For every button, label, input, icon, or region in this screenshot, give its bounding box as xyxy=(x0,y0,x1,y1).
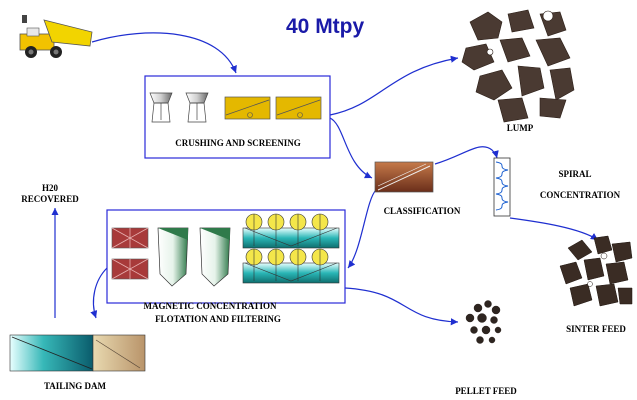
pellet-ore-pile-icon xyxy=(465,300,502,344)
spiral-label-line1: SPIRAL xyxy=(558,169,592,179)
arrow-classification-to-spiral xyxy=(434,146,499,165)
pellet-label: PELLET FEED xyxy=(455,386,517,396)
flotation-cell-icon xyxy=(242,213,340,284)
classification-label: CLASSIFICATION xyxy=(383,206,461,216)
arrow-truck-to-crushing xyxy=(91,32,237,74)
tailing-label: TAILING DAM xyxy=(43,381,107,391)
crushing-label: CRUSHING AND SCREENING xyxy=(175,138,301,148)
spiral-icon xyxy=(493,157,511,217)
h2o-label-line2: RECOVERED xyxy=(21,194,79,204)
sinter-ore-pile-icon xyxy=(559,235,633,307)
ore-pile-icon xyxy=(461,9,575,123)
thickener-icon xyxy=(157,227,231,287)
arrow-crushing-to-lump xyxy=(329,55,459,116)
arrow-crushing-to-classification xyxy=(329,117,373,179)
magnetic-separator-icon xyxy=(111,227,149,280)
arrow-magnetic-to-tailing xyxy=(90,267,108,319)
spiral-label-line2: CONCENTRATION xyxy=(539,190,621,200)
screen-icon xyxy=(224,96,322,120)
arrow-classification-to-magnetic xyxy=(347,189,377,269)
crusher-icon xyxy=(149,92,209,123)
dump-truck-icon xyxy=(19,15,93,58)
arrow-spiral-to-sinter xyxy=(509,217,599,241)
h2o-label-line1: H20 xyxy=(41,183,58,193)
lump-label: LUMP xyxy=(506,123,534,133)
magnetic-label-line1: MAGNETIC CONCENTRATION xyxy=(143,301,277,311)
flow-arrows xyxy=(51,32,599,326)
tailing-dam-icon xyxy=(9,334,146,372)
classifier-icon xyxy=(374,161,434,193)
sinter-label: SINTER FEED xyxy=(566,324,626,334)
magnetic-label-line2: FLOTATION AND FILTERING xyxy=(155,314,281,324)
arrow-magnetic-to-pellet xyxy=(344,287,459,326)
diagram-title: 40 Mtpy xyxy=(286,15,365,38)
